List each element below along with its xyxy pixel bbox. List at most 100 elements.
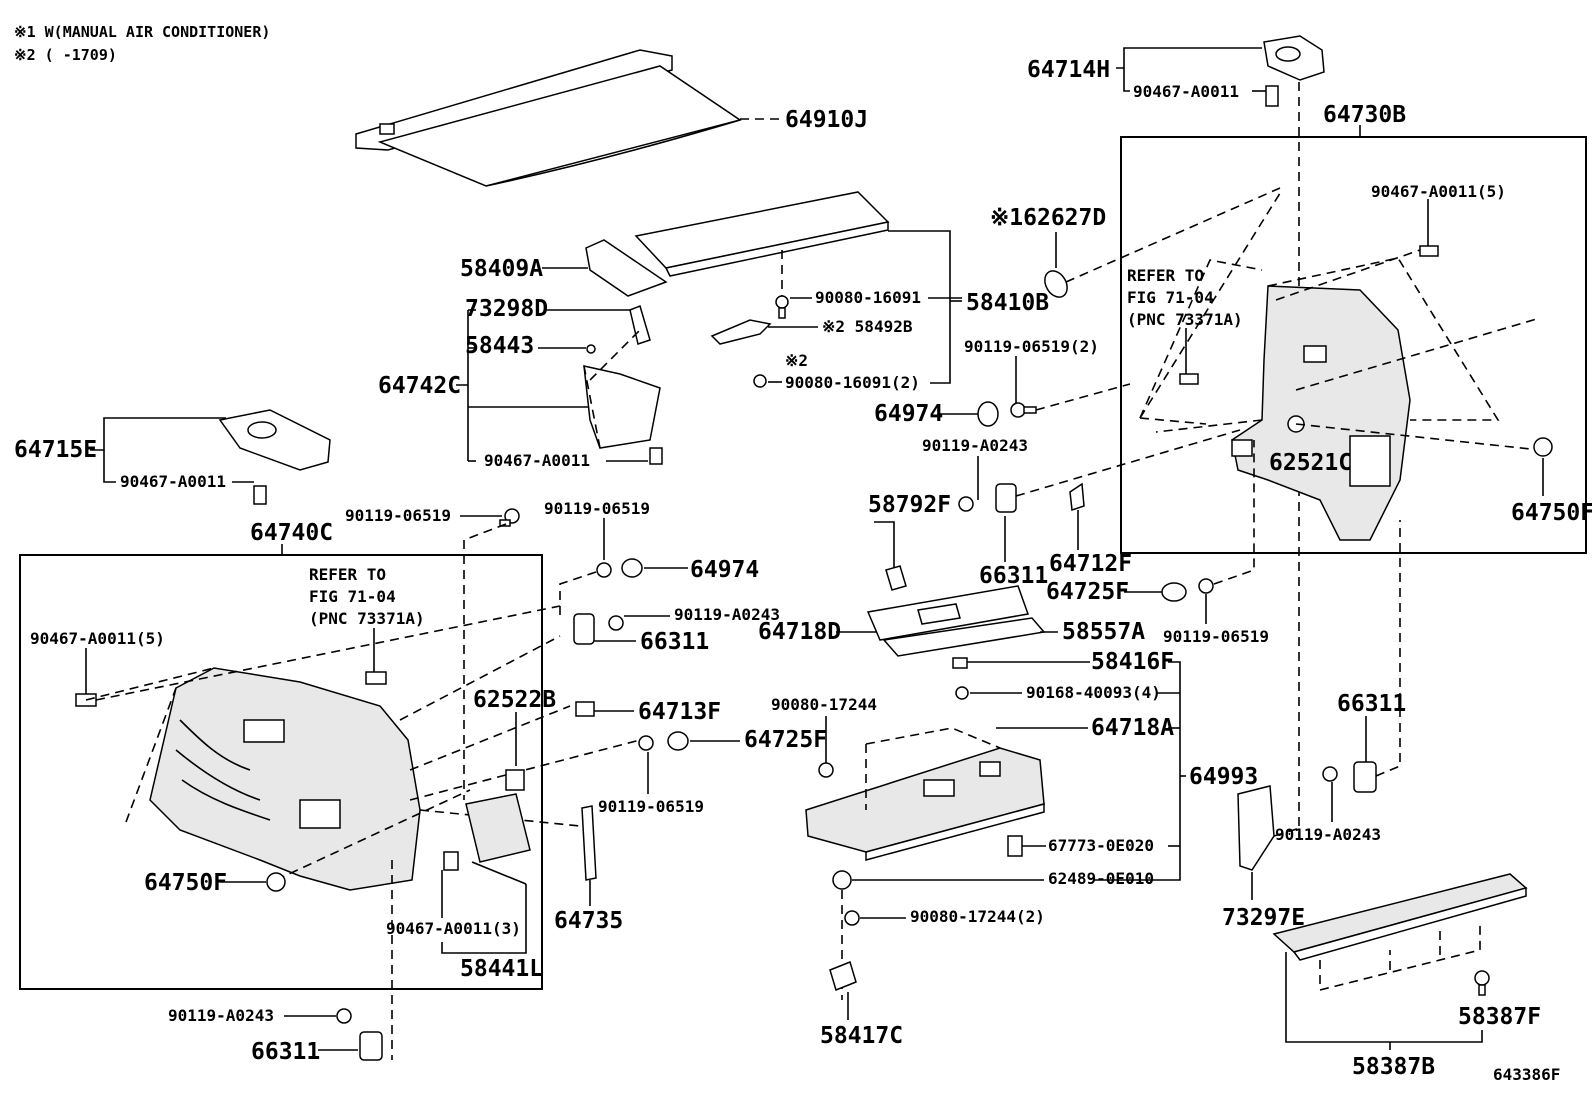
label-64750F-left: 64750F bbox=[144, 870, 227, 896]
bolt-90080-16091-icon bbox=[775, 295, 789, 319]
label-58387F: 58387F bbox=[1458, 1004, 1541, 1030]
label-90119-06519-d: 90119-06519 bbox=[598, 797, 704, 816]
label-66311-bl: 66311 bbox=[251, 1039, 320, 1065]
tonneau-cover-part bbox=[355, 49, 742, 187]
label-64714H: 64714H bbox=[1027, 57, 1110, 83]
bolt-90119-06519-icon bbox=[1010, 402, 1037, 418]
label-64993: 64993 bbox=[1189, 764, 1258, 790]
clip-icon bbox=[1419, 245, 1439, 257]
refer-left-line2: FIG 71-04 bbox=[309, 587, 396, 606]
cup-holder-top-part bbox=[1263, 35, 1325, 107]
bolt-90119-06519-d-icon bbox=[638, 735, 654, 751]
bolt-90119-A0243-bl-icon bbox=[336, 1008, 352, 1024]
label-58492B: ※2 58492B bbox=[822, 317, 913, 336]
bracket-58492B-part bbox=[710, 319, 772, 345]
note-manual-ac: ※1 W(MANUAL AIR CONDITIONER) bbox=[14, 23, 270, 41]
cap-64725F-icon bbox=[1161, 582, 1187, 602]
bolt-90080-16091-2-icon bbox=[753, 374, 767, 388]
label-62627D: ※162627D bbox=[990, 205, 1106, 231]
label-90119-A0243-r: 90119-A0243 bbox=[1275, 825, 1381, 844]
label-64740C: 64740C bbox=[250, 520, 333, 546]
label-64750F-right: 64750F bbox=[1511, 500, 1592, 526]
clip-64750F-left-icon bbox=[266, 872, 286, 892]
garnish-73297E-part bbox=[1237, 785, 1275, 871]
label-90119-A0243-bl: 90119-A0243 bbox=[168, 1006, 274, 1025]
label-90168-40093: 90168-40093(4) bbox=[1026, 683, 1161, 702]
label-73297E: 73297E bbox=[1222, 905, 1305, 931]
label-64715E: 64715E bbox=[14, 437, 97, 463]
right-quarter-trim-part bbox=[1231, 285, 1411, 541]
nut-90080-17244-2-icon bbox=[844, 910, 860, 926]
diagram-id: 643386F bbox=[1493, 1065, 1560, 1084]
clip-66311-mid-icon bbox=[995, 483, 1017, 513]
label-90119-A0243-b: 90119-A0243 bbox=[674, 605, 780, 624]
label-90119-A0243-mid: 90119-A0243 bbox=[922, 436, 1028, 455]
cap-64725F-mid-icon bbox=[667, 731, 689, 751]
label-58557A: 58557A bbox=[1062, 619, 1145, 645]
label-67773: 67773-0E020 bbox=[1048, 836, 1154, 855]
mat-64718D-part bbox=[866, 585, 1030, 641]
label-64713F: 64713F bbox=[638, 699, 721, 725]
label-90080-17244: 90080-17244 bbox=[771, 695, 877, 714]
label-90080-16091-2: 90080-16091(2) bbox=[785, 373, 920, 392]
label-62522B: 62522B bbox=[473, 687, 556, 713]
clip-64712F-icon bbox=[1069, 482, 1085, 512]
clip-66311-bl-icon bbox=[359, 1031, 383, 1061]
cap-64974-mid-icon bbox=[621, 558, 643, 578]
label-90119-06519-c: 90119-06519 bbox=[1163, 627, 1269, 646]
label-64712F: 64712F bbox=[1049, 551, 1132, 577]
clip-icon bbox=[1179, 373, 1199, 385]
left-quarter-trim-part bbox=[149, 667, 421, 891]
refer-right-line3: (PNC 73371A) bbox=[1127, 310, 1243, 329]
frame-right-trim bbox=[1120, 136, 1587, 554]
label-58416F: 58416F bbox=[1091, 649, 1174, 675]
clip-refer-left-icon bbox=[365, 671, 387, 685]
cap-64974-icon bbox=[977, 401, 999, 427]
label-58792F: 58792F bbox=[868, 492, 951, 518]
refer-right-line1: REFER TO bbox=[1127, 266, 1204, 285]
label-90119-06519-a: 90119-06519 bbox=[345, 506, 451, 525]
refer-left-line1: REFER TO bbox=[309, 565, 386, 584]
label-64730B: 64730B bbox=[1323, 102, 1406, 128]
refer-right-line2: FIG 71-04 bbox=[1127, 288, 1214, 307]
label-58417C: 58417C bbox=[820, 1023, 903, 1049]
bolt-90119-06519-a-icon bbox=[499, 508, 520, 527]
bolt-90119-06519-b-icon bbox=[596, 562, 612, 578]
label-62489: 62489-0E010 bbox=[1048, 869, 1154, 888]
label-62521C: 62521C bbox=[1269, 450, 1352, 476]
label-90467-5-right: 90467-A0011(5) bbox=[1371, 182, 1506, 201]
screw-90168-icon bbox=[955, 686, 969, 700]
stopper-67773-icon bbox=[1007, 835, 1023, 857]
label-58441L: 58441L bbox=[460, 956, 543, 982]
label-66311-b: 66311 bbox=[640, 629, 709, 655]
label-66311-right: 66311 bbox=[1337, 691, 1406, 717]
label-64735: 64735 bbox=[554, 908, 623, 934]
label-90467-top: 90467-A0011 bbox=[1133, 82, 1239, 101]
clip-66311-b-icon bbox=[573, 613, 595, 645]
label-90080-17244-2: 90080-17244(2) bbox=[910, 907, 1045, 926]
garnish-64735-part bbox=[581, 805, 597, 881]
hook-58417C-part bbox=[829, 960, 857, 992]
bolt-90119-A0243-icon bbox=[958, 496, 974, 512]
bolt-90119-06519-r-icon bbox=[1198, 578, 1214, 594]
cap-58416F-icon bbox=[952, 657, 968, 669]
label-64718D: 64718D bbox=[758, 619, 841, 645]
clip-58387F-icon bbox=[1474, 970, 1490, 996]
label-90467-5-left: 90467-A0011(5) bbox=[30, 629, 165, 648]
label-64718A: 64718A bbox=[1091, 715, 1174, 741]
bracket-58441L-part bbox=[443, 793, 531, 871]
clip-62522B-icon bbox=[505, 769, 525, 791]
clip-62489-icon bbox=[832, 870, 852, 890]
cap-62627D-icon bbox=[1044, 270, 1068, 298]
nut-90080-17244-icon bbox=[818, 762, 834, 778]
label-58410B: 58410B bbox=[966, 290, 1049, 316]
label-64974-mid: 64974 bbox=[690, 557, 759, 583]
note-production-date: ※2 ( -1709) bbox=[14, 46, 117, 64]
label-58443: 58443 bbox=[465, 333, 534, 359]
label-90467-mid: 90467-A0011 bbox=[484, 451, 590, 470]
label-64910J: 64910J bbox=[785, 107, 868, 133]
label-90119-06519-b: 90119-06519 bbox=[544, 499, 650, 518]
label-note2-small: ※2 bbox=[785, 351, 808, 370]
label-58387B: 58387B bbox=[1352, 1054, 1435, 1080]
